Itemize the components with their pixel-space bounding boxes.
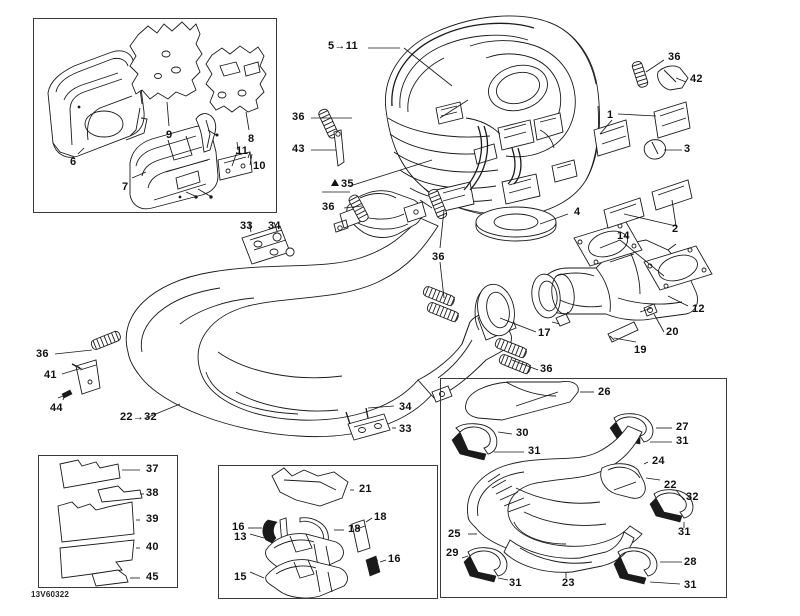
callout-44: 44 [50,402,63,414]
exhaust-manifold-12 [531,239,698,327]
callout-4: 4 [574,206,581,218]
callout-3: 3 [684,143,691,155]
callout-7: 7 [122,181,129,193]
callout-15: 15 [234,571,247,583]
sheet-code: 13V60322 [31,590,70,599]
pin-43 [333,129,345,167]
callout-18-a: 18 [348,523,361,535]
callout-31-b: 31 [528,445,541,457]
callout-36-c: 36 [432,251,445,263]
insulation-pads-inset [38,455,178,588]
callout-25: 25 [448,528,461,540]
callout-33-b: 33 [399,423,412,435]
callout-6: 6 [70,156,77,168]
bracket-33-lower [345,405,396,441]
callout-21: 21 [359,483,372,495]
callout-32: 32 [686,491,699,503]
callout-23: 23 [562,577,575,589]
callout-31-a: 31 [676,435,689,447]
callout-33-a: 33 [240,220,253,232]
callout-27: 27 [676,421,689,433]
callout-5-to-11: 5→11 [328,40,358,52]
callout-43: 43 [292,143,305,155]
callout-17: 17 [538,327,551,339]
callout-1: 1 [607,109,614,121]
callout-29: 29 [446,547,459,559]
callout-31-c: 31 [678,526,691,538]
callout-20: 20 [666,326,679,338]
callout-36-d: 36 [36,348,49,360]
callout-36-a: 36 [292,111,305,123]
callout-2: 2 [672,223,679,235]
callout-36-e: 36 [540,363,553,375]
manifold-gaskets-14 [573,221,713,291]
callout-16-b: 16 [388,553,401,565]
muffler-mount-clamps [435,101,578,213]
callout-38: 38 [146,487,159,499]
seal-17 [474,283,515,337]
callout-16-a: 16 [232,521,245,533]
callout-30: 30 [516,427,529,439]
callout-8: 8 [248,133,255,145]
callout-45: 45 [146,571,159,583]
callout-37: 37 [146,463,159,475]
callout-9: 9 [166,129,173,141]
callout-36-f: 36 [668,51,681,63]
callout-22-b: 22 [664,479,677,491]
callout-19: 19 [634,344,647,356]
callout-14: 14 [617,230,630,242]
callout-31-d: 31 [509,577,522,589]
callout-24: 24 [652,455,665,467]
callout-36-b: 36 [322,201,335,213]
callout-22-to-32: 22→32 [120,411,157,423]
callout-40: 40 [146,541,159,553]
callout-18-b: 18 [374,511,387,523]
muffler-shroud-inset [33,18,277,213]
callout-39: 39 [146,513,159,525]
exhaust-ring-4 [475,206,557,242]
clamps-right [593,65,693,229]
callout-26: 26 [598,386,611,398]
callout-34-b: 34 [399,401,412,413]
callout-28: 28 [684,556,697,568]
callout-12: 12 [692,303,705,315]
tuned-pipe-assembly-inset [440,378,727,598]
bolt-19-nut-20 [607,303,658,343]
resonator-clamps-inset [218,465,438,599]
callout-42: 42 [690,73,703,85]
bracket-41 [57,359,101,399]
callout-41: 41 [44,369,57,381]
fluid-marker-icon [331,179,339,186]
muffler-main-body [385,15,600,217]
callout-11: 11 [236,145,249,157]
callout-13: 13 [234,531,247,543]
callout-35: 35 [341,178,354,190]
callout-10: 10 [253,160,266,172]
callout-31-e: 31 [684,579,697,591]
callout-34-a: 34 [268,220,281,232]
